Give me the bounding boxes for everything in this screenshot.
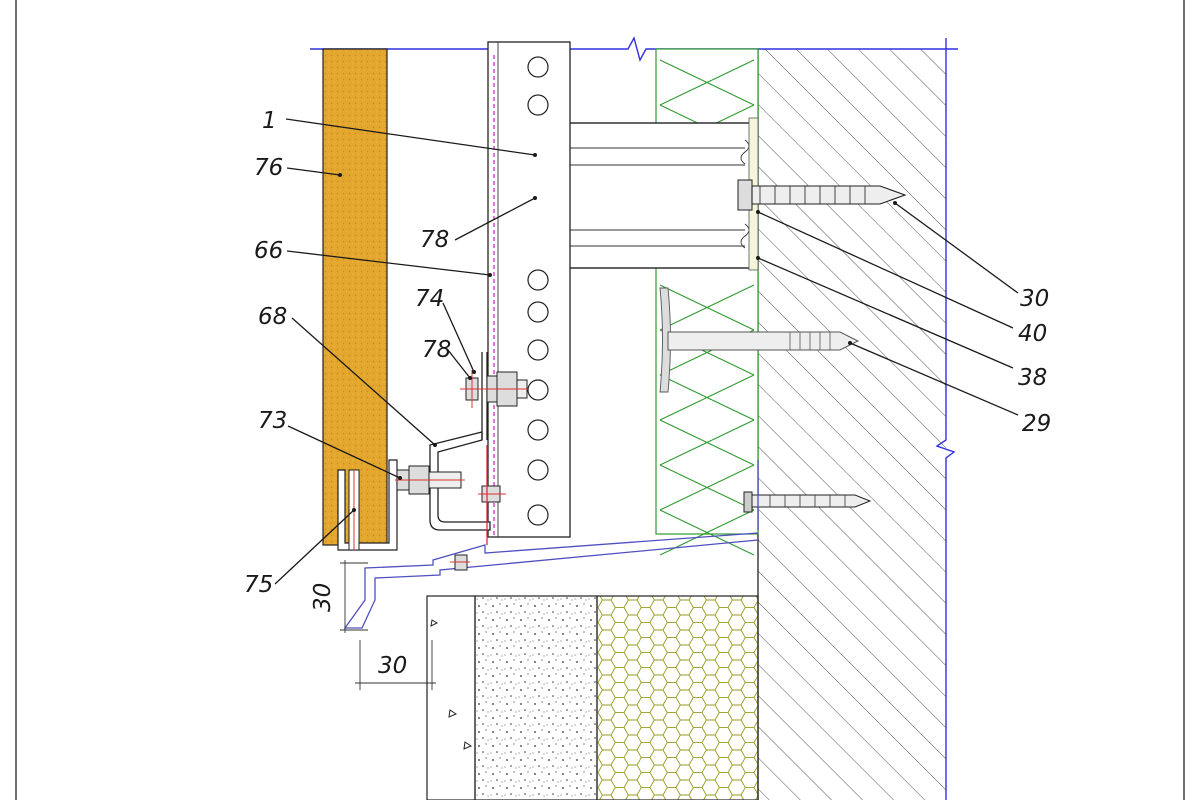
profile-hole — [527, 301, 549, 323]
profile-hole — [527, 339, 549, 361]
callout-68: 68 — [258, 304, 287, 330]
profile-hole — [527, 504, 549, 526]
profile-hole — [527, 269, 549, 291]
frame-anchor-30 — [737, 179, 907, 211]
callout-1: 1 — [262, 108, 277, 134]
profile-hole — [527, 419, 549, 441]
bolt-78-74 — [460, 370, 528, 408]
lower-anchor-screw — [743, 491, 872, 513]
callout-78-upper: 78 — [420, 227, 449, 253]
profile-hole — [527, 379, 549, 401]
profile-hole — [527, 459, 549, 481]
dim-vertical-label: 30 — [310, 583, 336, 612]
dim-horizontal-label: 30 — [378, 653, 407, 679]
callout-38: 38 — [1018, 365, 1047, 391]
concrete-wall — [758, 49, 946, 800]
callout-66: 66 — [254, 238, 283, 264]
vertical-profile — [487, 41, 571, 538]
callout-40: 40 — [1018, 321, 1047, 347]
dimension-horizontal: 30 — [355, 640, 436, 690]
lower-wall-layers — [426, 595, 759, 800]
callout-30: 30 — [1020, 286, 1049, 312]
insulation-dowel-29 — [659, 287, 860, 393]
callout-73: 73 — [258, 408, 287, 434]
dimension-vertical: 30 — [310, 560, 368, 633]
callout-75: 75 — [244, 572, 273, 598]
profile-hole — [527, 94, 549, 116]
callout-29: 29 — [1022, 411, 1051, 437]
bolt-73 — [395, 465, 465, 495]
flashing — [343, 460, 759, 629]
angle-bracket-68 — [429, 352, 491, 531]
callout-76: 76 — [254, 155, 283, 181]
profile-hole — [527, 56, 549, 78]
callout-78-lower: 78 — [422, 337, 451, 363]
callout-74: 74 — [415, 286, 444, 312]
leader-lines — [274, 118, 1019, 585]
